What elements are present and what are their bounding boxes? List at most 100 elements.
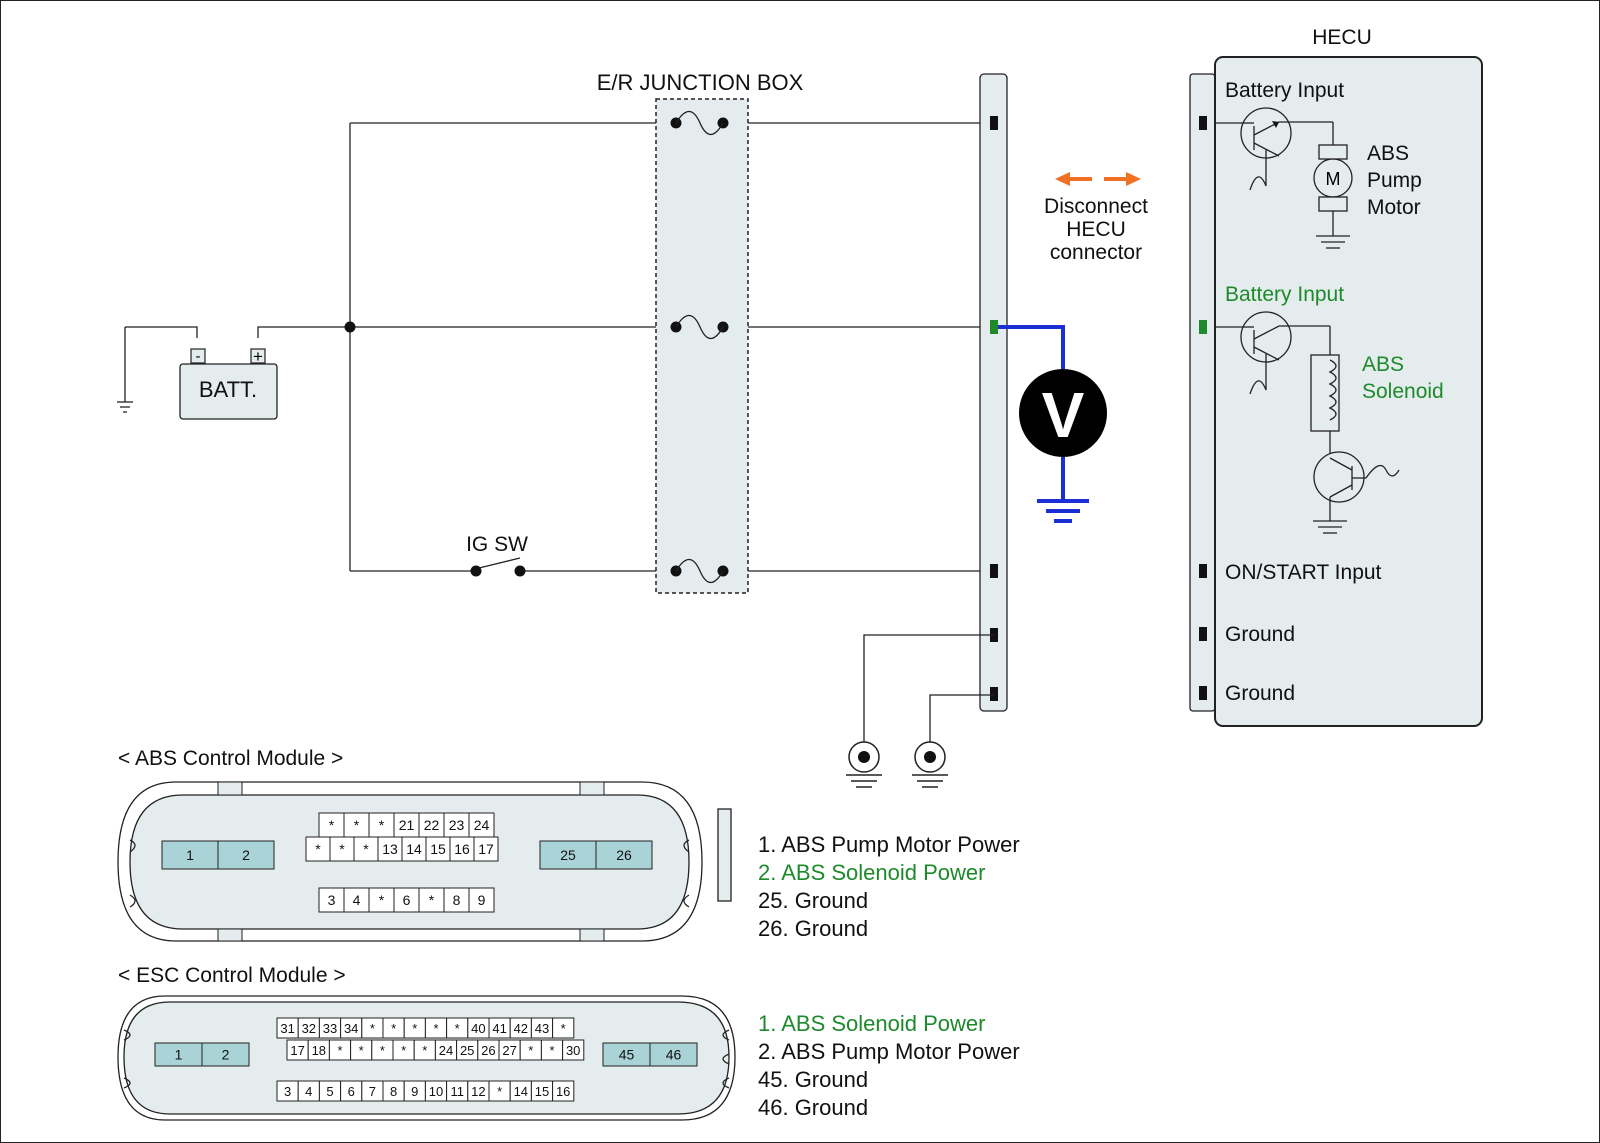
abs-row3-pin-3: 6 <box>393 887 420 913</box>
pump-motor-label-1: ABS <box>1367 142 1409 165</box>
abs-left-pin-1-label: 1 <box>186 847 194 863</box>
solenoid-label-2: Solenoid <box>1362 380 1444 403</box>
esc-row3-pin-7: 10 <box>424 1080 448 1102</box>
esc-row1-pin-1: 32 <box>297 1017 320 1039</box>
abs-right-pin-25-label: 25 <box>560 847 576 863</box>
esc-row3-pin-5: 8 <box>382 1080 405 1102</box>
esc-left-pin-1: 1 <box>154 1042 203 1067</box>
abs-row2-pin-0: * <box>305 836 331 862</box>
esc-row3-pin-13-label: 16 <box>556 1084 570 1099</box>
ground-label-2: Ground <box>1225 682 1295 705</box>
hecu-pin-1 <box>1199 116 1207 130</box>
esc-row2-pin-9-label: 26 <box>481 1043 495 1058</box>
esc-row2-pin-3: * <box>350 1039 373 1061</box>
esc-row1-pin-0-label: 31 <box>280 1021 294 1036</box>
esc-row2-pin-1-label: 18 <box>312 1043 326 1058</box>
esc-row1-pin-9-label: 40 <box>471 1021 485 1036</box>
harness-pin-5 <box>990 687 998 701</box>
esc-row1-pin-5: * <box>382 1017 405 1039</box>
esc-row1-pin-6-label: * <box>412 1021 417 1036</box>
on-start-input-label: ON/START Input <box>1225 561 1382 584</box>
esc-row1-pin-4-label: * <box>370 1021 375 1036</box>
pump-motor-circuit <box>1215 107 1353 249</box>
chassis-ground-1 <box>846 741 882 788</box>
disconnect-arrows-icon <box>1055 172 1141 186</box>
abs-row3-pin-6: 9 <box>468 887 495 913</box>
esc-row1-pin-4: * <box>361 1017 384 1039</box>
battery-negative-terminal <box>190 348 206 364</box>
splice-junction <box>344 321 356 333</box>
esc-left-pin-2: 2 <box>201 1042 250 1067</box>
abs-row2-pin-6-label: 16 <box>454 841 470 857</box>
abs-left-pin-1: 1 <box>161 840 219 870</box>
esc-row3-pin-12: 15 <box>530 1080 554 1102</box>
abs-row3-pin-3-label: 6 <box>403 892 411 908</box>
abs-row2-pin-1: * <box>329 836 355 862</box>
pump-motor-label-3: Motor <box>1367 196 1421 219</box>
chassis-ground-2 <box>912 741 948 788</box>
harness-pin-3 <box>990 564 998 578</box>
disconnect-line-3: connector <box>1050 241 1142 264</box>
esc-right-pin-45-label: 45 <box>619 1047 635 1063</box>
esc-row1-pin-10-label: 41 <box>492 1021 506 1036</box>
abs-row1-pin-0-label: * <box>329 817 335 833</box>
esc-row2-pin-10-label: 27 <box>502 1043 516 1058</box>
esc-row1-pin-3: 34 <box>340 1017 363 1039</box>
fuse-1 <box>670 110 729 136</box>
abs-row1-pin-2-label: * <box>379 817 385 833</box>
esc-legend-item-2: 45. Ground <box>758 1067 868 1092</box>
esc-row2-pin-6-label: * <box>422 1043 427 1058</box>
esc-row1-pin-9: 40 <box>467 1017 490 1039</box>
abs-row3-pin-0: 3 <box>318 887 345 913</box>
esc-row2-pin-7-label: 24 <box>439 1043 453 1058</box>
abs-legend-item-2: 25. Ground <box>758 888 868 913</box>
esc-row2-pin-8-label: 25 <box>460 1043 474 1058</box>
esc-row3-pin-0: 3 <box>276 1080 299 1102</box>
esc-row1-pin-12-label: 43 <box>535 1021 549 1036</box>
esc-right-pin-46: 46 <box>649 1042 698 1067</box>
esc-row3-pin-8-label: 11 <box>450 1084 464 1099</box>
ignition-switch: IG SW <box>466 533 528 577</box>
esc-row2-pin-4: * <box>371 1039 394 1061</box>
esc-legend-item-1: 2. ABS Pump Motor Power <box>758 1039 1020 1064</box>
abs-row1-pin-4-label: 22 <box>424 817 440 833</box>
abs-row1-pin-1: * <box>343 812 370 838</box>
esc-row1-pin-8: * <box>446 1017 469 1039</box>
battery-negative-label: - <box>196 348 201 365</box>
esc-row2-pin-6: * <box>413 1039 436 1061</box>
battery-label: BATT. <box>199 377 257 402</box>
esc-row3-pin-1-label: 4 <box>305 1084 312 1099</box>
abs-row1-pin-3: 21 <box>393 812 420 838</box>
abs-legend-item-1: 2. ABS Solenoid Power <box>758 860 985 885</box>
abs-right-pin-26: 26 <box>595 840 653 870</box>
abs-row1-pin-2: * <box>368 812 395 838</box>
hecu-pin-2 <box>1199 320 1207 334</box>
esc-right-pin-46-label: 46 <box>666 1047 682 1063</box>
esc-row3-pin-1: 4 <box>297 1080 320 1102</box>
abs-row2-pin-5-label: 15 <box>430 841 446 857</box>
abs-row3-pin-6-label: 9 <box>478 892 486 908</box>
esc-left-pin-1-label: 1 <box>175 1047 183 1063</box>
abs-row3-pin-2-label: * <box>379 892 385 908</box>
esc-row1-pin-11: 42 <box>509 1017 532 1039</box>
esc-row2-pin-0: 17 <box>286 1039 309 1061</box>
hecu-unit: HECU M Battery Input <box>1189 26 1483 727</box>
esc-row3-pin-2: 5 <box>318 1080 342 1102</box>
esc-row2-pin-8: 25 <box>456 1039 479 1061</box>
battery-ground-symbol <box>117 401 133 413</box>
esc-row3-pin-3-label: 6 <box>348 1084 355 1099</box>
esc-row3-pin-8: 11 <box>446 1080 469 1102</box>
esc-row3-pin-10: * <box>488 1080 511 1102</box>
abs-row3-pin-1: 4 <box>343 887 370 913</box>
esc-row1-pin-3-label: 34 <box>344 1021 358 1036</box>
abs-left-pin-2-label: 2 <box>242 847 250 863</box>
abs-left-pin-2: 2 <box>217 840 275 870</box>
abs-row1-pin-0: * <box>318 812 345 838</box>
junction-box: E/R JUNCTION BOX <box>597 70 804 594</box>
abs-row2-pin-4-label: 14 <box>406 841 422 857</box>
hecu-box <box>1214 56 1483 727</box>
